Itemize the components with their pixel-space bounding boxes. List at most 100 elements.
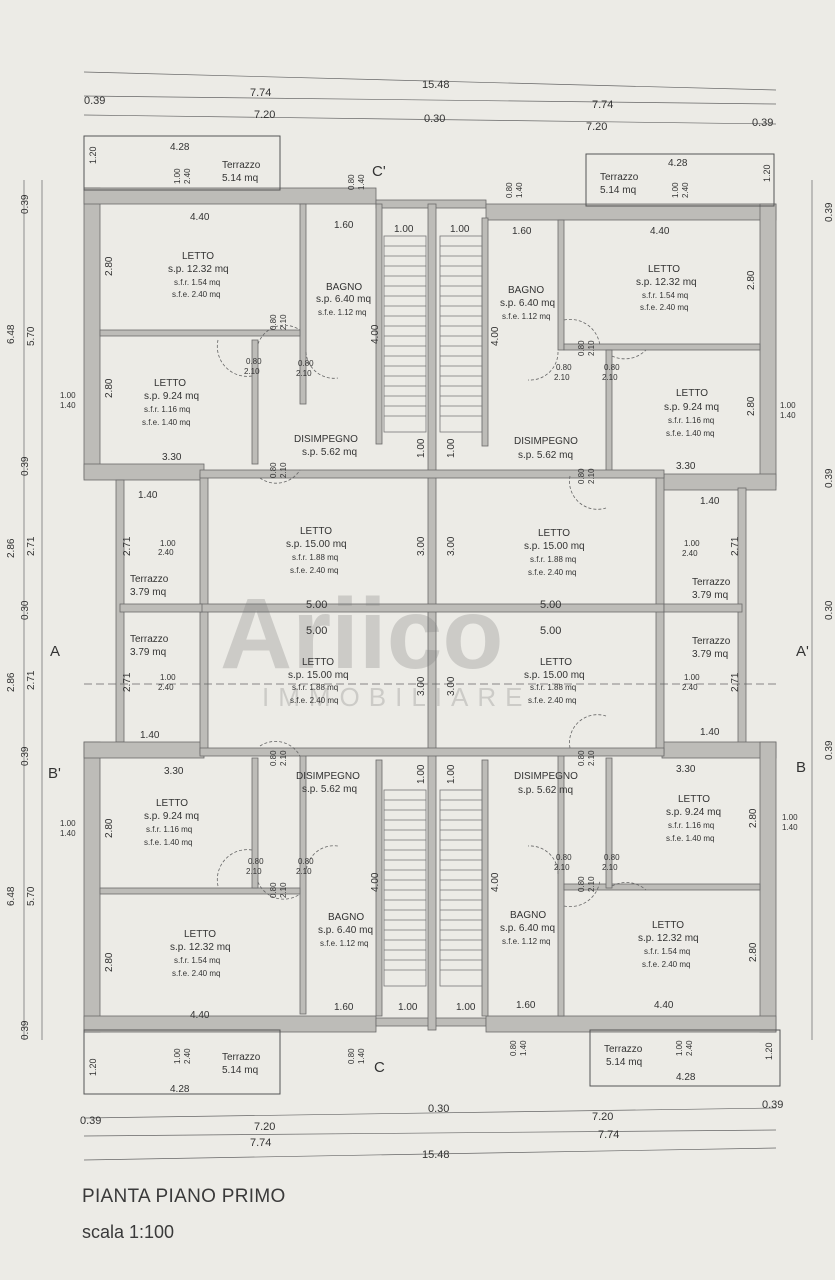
watermark-subtitle: IMMOBILIARE	[262, 682, 531, 712]
win-top-c2-1: 0.80	[505, 182, 514, 198]
dim-terr-mid-bl-w: 1.40	[140, 730, 160, 741]
door-tr-2-w: 0.80	[556, 363, 572, 372]
door-br-4-h: 2.10	[587, 750, 596, 766]
door-br-3-h: 2.10	[602, 863, 618, 872]
room-br-dis-sp: s.p. 5.62 mq	[518, 785, 573, 796]
door-br-4-w: 0.80	[577, 750, 586, 766]
dim-bed-small-bl-h: 2.80	[104, 818, 115, 838]
dim-stair-tl-top: 1.00	[394, 224, 414, 235]
dim-left-side-1: 6.48	[6, 324, 17, 344]
door-br-3-w: 0.80	[604, 853, 620, 862]
dim-stair-tr-side: 1.00	[446, 438, 457, 458]
dim-bed-tr-w: 4.40	[650, 226, 670, 237]
room-br3-sp: s.p. 12.32 mq	[638, 933, 699, 944]
room-br-bagno: BAGNO	[510, 910, 546, 921]
win-top-c2-2: 1.40	[515, 182, 524, 198]
terr-top-right-area: 5.14 mq	[600, 185, 636, 196]
win-bot-c2-2: 1.40	[519, 1040, 528, 1056]
dim-bed-bl-h: 3.00	[416, 676, 427, 696]
win-mid-tl-2: 2.40	[158, 548, 174, 557]
terrace-outlines	[83, 135, 781, 1095]
terr-top-right-name: Terrazzo	[600, 172, 639, 183]
terr-bot-right-name: Terrazzo	[604, 1044, 643, 1055]
terr-mid-tl-area: 3.79 mq	[130, 587, 166, 598]
win-mid-tl-1: 1.00	[160, 539, 176, 548]
terr-bot-left-name: Terrazzo	[222, 1052, 261, 1063]
room-tl-dis-sp: s.p. 5.62 mq	[302, 447, 357, 458]
win-bot-right-2: 2.40	[685, 1040, 694, 1056]
dim-terr-top-right-w: 4.28	[668, 158, 688, 169]
walls	[83, 187, 777, 1033]
room-br-sfe: s.f.e. 2.40 mq	[528, 696, 576, 705]
room-br-bagno-sp: s.p. 6.40 mq	[500, 923, 555, 934]
dim-top-wall-left: 0.39	[84, 95, 105, 107]
room-bl3-sfe: s.f.e. 2.40 mq	[172, 969, 220, 978]
room-tl2-sfr: s.f.r. 1.16 mq	[144, 405, 190, 414]
dim-terr-mid-tl-w: 1.40	[138, 490, 158, 501]
door-bl-2-h: 2.10	[246, 867, 262, 876]
door-tl-3-w: 0.80	[298, 359, 314, 368]
win-bot-c2-1: 0.80	[509, 1040, 518, 1056]
room-bl3-letto: LETTO	[184, 929, 216, 940]
section-b: B	[796, 759, 806, 776]
door-br-1-h: 2.10	[587, 876, 596, 892]
door-tl-2-h: 2.10	[244, 367, 260, 376]
dim-stair-br-side: 1.00	[446, 764, 457, 784]
dim-stair-bl-side: 1.00	[416, 764, 427, 784]
dim-bed-small-tr-h: 2.80	[746, 396, 757, 416]
dim-bed-small-bl-w: 3.30	[164, 766, 184, 777]
room-bl-sp: s.p. 15.00 mq	[288, 670, 349, 681]
dim-bottom-total: 15.48	[422, 1149, 450, 1161]
room-tl2-sp: s.p. 9.24 mq	[144, 391, 199, 402]
dim-left-inner-1: 5.70	[26, 326, 37, 346]
dim-bed-tl-h: 2.80	[104, 256, 115, 276]
room-ml-sfr: s.f.r. 1.88 mq	[292, 553, 338, 562]
terr-mid-bl-name: Terrazzo	[130, 634, 169, 645]
dim-bath-bl-w: 1.60	[334, 1002, 354, 1013]
terr-mid-br-name: Terrazzo	[692, 636, 731, 647]
door-tl-4-h: 2.10	[279, 462, 288, 478]
dim-terr-mid-br-w: 1.40	[700, 727, 720, 738]
dim-terr-bot-right-w: 4.28	[676, 1072, 696, 1083]
terr-top-left-name: Terrazzo	[222, 160, 261, 171]
win-top-c-1: 0.80	[347, 174, 356, 190]
win-bot-right-1: 1.00	[675, 1040, 684, 1056]
dim-stair-tr-top: 1.00	[450, 224, 470, 235]
dim-left-terr-1: 2.86	[6, 538, 17, 558]
room-tr2-sp: s.p. 9.24 mq	[664, 402, 719, 413]
labels: 15.48 7.74 7.74 0.39 7.20 0.30 7.20 0.39…	[6, 79, 835, 1161]
section-c2: C'	[372, 163, 386, 180]
dim-bottom-inner-right: 7.20	[592, 1111, 613, 1123]
dimension-lines	[23, 71, 813, 1161]
door-tl-2-w: 0.80	[246, 357, 262, 366]
dim-bottom-half-left: 7.74	[250, 1137, 271, 1149]
door-br-2-h: 2.10	[554, 863, 570, 872]
dim-stair-bl-bottom: 1.00	[398, 1002, 418, 1013]
dim-bed-bl3-w: 4.40	[190, 1010, 210, 1021]
room-bl-sfr: s.f.r. 1.88 mq	[292, 683, 338, 692]
terr-mid-tl-name: Terrazzo	[130, 574, 169, 585]
dim-terr-bot-left-w: 4.28	[170, 1084, 190, 1095]
dim-bed-small-tl-h: 2.80	[104, 378, 115, 398]
room-br3-sfr: s.f.r. 1.54 mq	[644, 947, 690, 956]
room-ml-letto: LETTO	[300, 526, 332, 537]
door-tl-4-w: 0.80	[269, 462, 278, 478]
door-br-1-w: 0.80	[577, 876, 586, 892]
section-c: C	[374, 1059, 385, 1076]
win-mid-bl-2: 2.40	[158, 683, 174, 692]
watermark-logo: Ariico	[220, 578, 503, 690]
win-top-left-1: 1.00	[173, 168, 182, 184]
dim-hall-tl-h: 4.00	[370, 324, 381, 344]
door-tr-3-h: 2.10	[602, 373, 618, 382]
dim-top-mid: 0.30	[424, 113, 445, 125]
terr-mid-br-area: 3.79 mq	[692, 649, 728, 660]
dim-bed-ml-w: 5.00	[306, 599, 327, 611]
room-bl-bagno-sfe: s.f.e. 1.12 mq	[320, 939, 368, 948]
dim-top-inner-left: 7.20	[254, 109, 275, 121]
door-br-2-w: 0.80	[556, 853, 572, 862]
dim-top-half-right: 7.74	[592, 99, 613, 111]
room-ml-sfe: s.f.e. 2.40 mq	[290, 566, 338, 575]
room-bl2-sfr: s.f.r. 1.16 mq	[146, 825, 192, 834]
dim-bed-tl-w: 4.40	[190, 212, 210, 223]
win-tr2-2: 1.40	[780, 411, 796, 420]
